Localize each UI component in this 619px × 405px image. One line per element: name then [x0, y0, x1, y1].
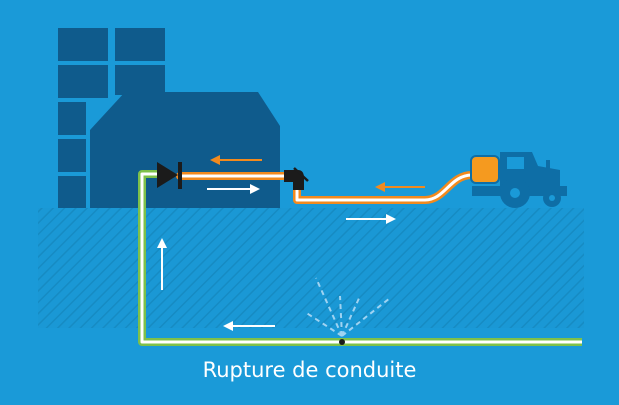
- tap-icon: [284, 167, 309, 190]
- underground-pipe: [138, 170, 582, 346]
- caption: Rupture de conduite: [202, 358, 417, 382]
- leak-spray-icon: [304, 277, 391, 337]
- tractor-icon: [472, 152, 567, 208]
- rupture-point: [339, 339, 345, 345]
- flow-arrows: [157, 155, 425, 331]
- supply-pipe: [176, 171, 490, 204]
- tank-icon: [470, 155, 500, 184]
- building-icon: [58, 28, 280, 208]
- ground: [38, 208, 584, 328]
- valve-icon: [157, 162, 182, 189]
